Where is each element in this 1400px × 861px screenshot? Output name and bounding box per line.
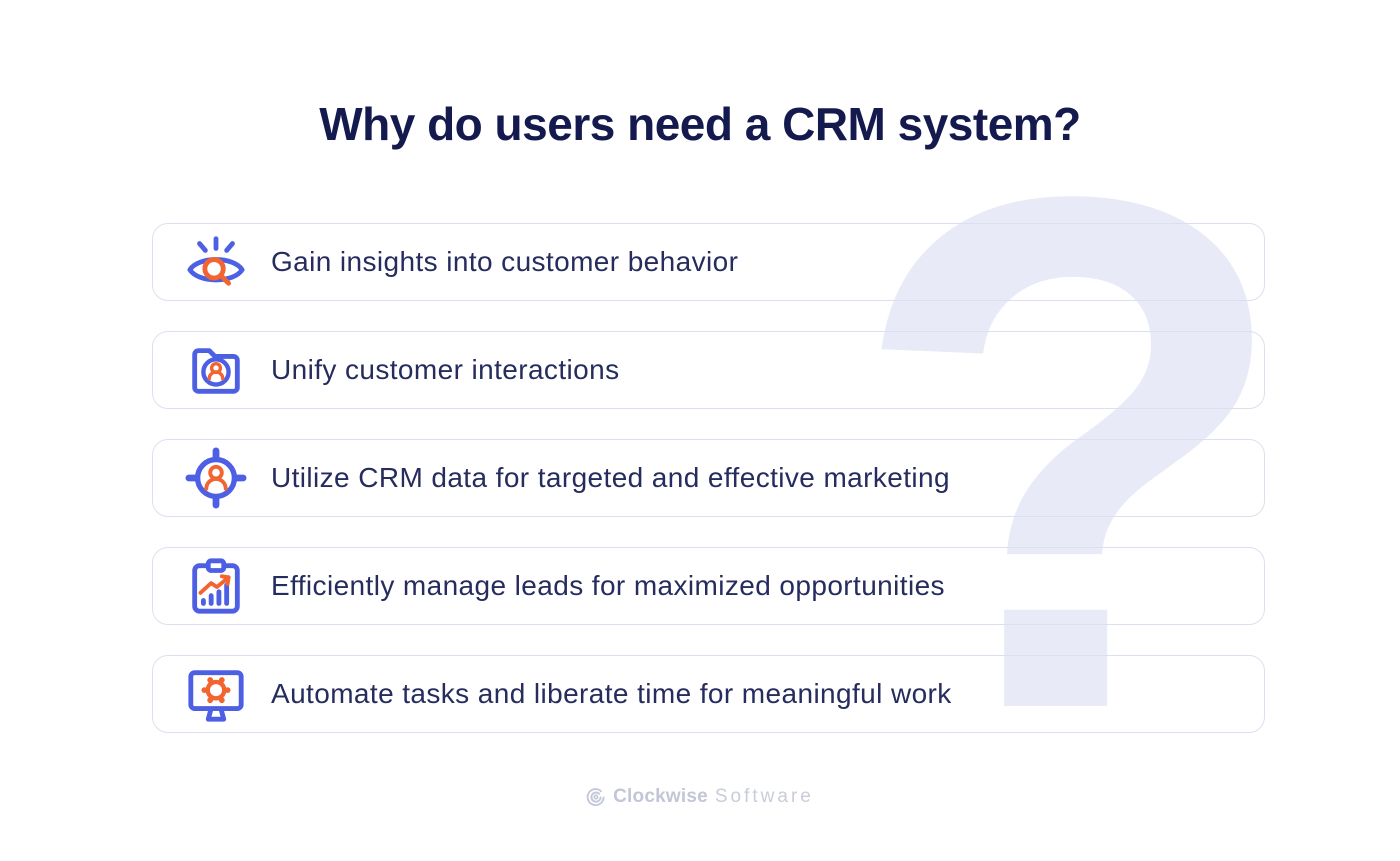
card-label: Automate tasks and liberate time for mea… (271, 678, 952, 709)
list-item: Efficiently manage leads for maximized o… (152, 547, 1265, 625)
list-item: Automate tasks and liberate time for mea… (152, 655, 1265, 733)
list-item: Unify customer interactions (152, 331, 1265, 409)
page-title: Why do users need a CRM system? (319, 98, 1081, 150)
brand-name-light: Software (714, 786, 814, 807)
brand-name-bold: Clockwise (613, 786, 708, 807)
card-label: Efficiently manage leads for maximized o… (271, 570, 945, 601)
clockwise-spiral-icon (586, 787, 606, 807)
list-item: Gain insights into customer behavior (152, 223, 1265, 301)
card-label: Utilize CRM data for targeted and effect… (271, 462, 950, 493)
clipboard-chart-icon (183, 553, 249, 619)
card-label: Gain insights into customer behavior (271, 246, 739, 277)
folder-user-icon (183, 337, 249, 403)
monitor-gear-icon (183, 661, 249, 727)
crm-infographic: { "title": "Why do users need a CRM syst… (0, 45, 1400, 861)
eye-search-icon (183, 229, 249, 295)
card-label: Unify customer interactions (271, 354, 620, 385)
list-item: Utilize CRM data for targeted and effect… (152, 439, 1265, 517)
target-user-icon (183, 445, 249, 511)
benefit-card-list: Gain insights into customer behavior Uni… (152, 223, 1265, 733)
brand-footer: Clockwise Software (0, 786, 1400, 808)
question-mark-watermark: ? (848, 45, 1294, 861)
